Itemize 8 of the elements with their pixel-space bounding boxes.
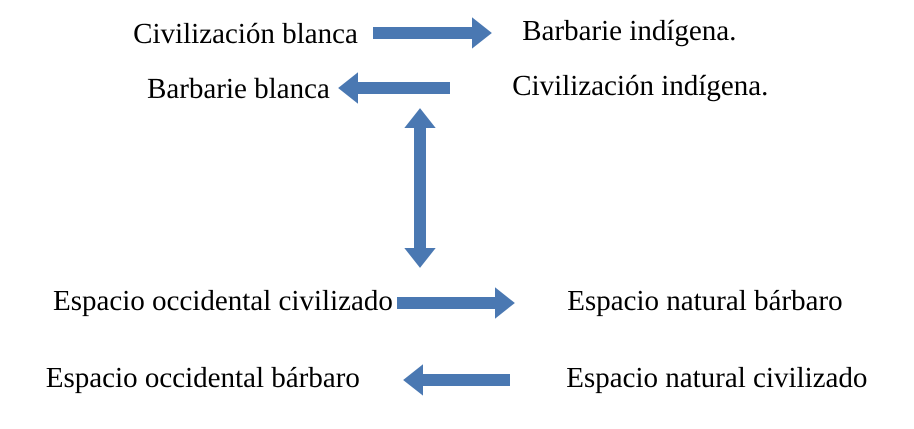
label-text: Espacio natural bárbaro xyxy=(568,290,842,316)
label-text: Civilización indígena. xyxy=(513,74,766,102)
label-text: Civilización blanca xyxy=(134,22,358,44)
label-text: Espacio natural civilizado xyxy=(567,366,866,394)
label-text: Espacio occidental bárbaro xyxy=(46,366,359,394)
label-text: Barbarie indígena. xyxy=(523,20,734,46)
label-text: Espacio occidental civilizado xyxy=(54,290,392,316)
label-text: Barbarie blanca xyxy=(148,78,330,98)
